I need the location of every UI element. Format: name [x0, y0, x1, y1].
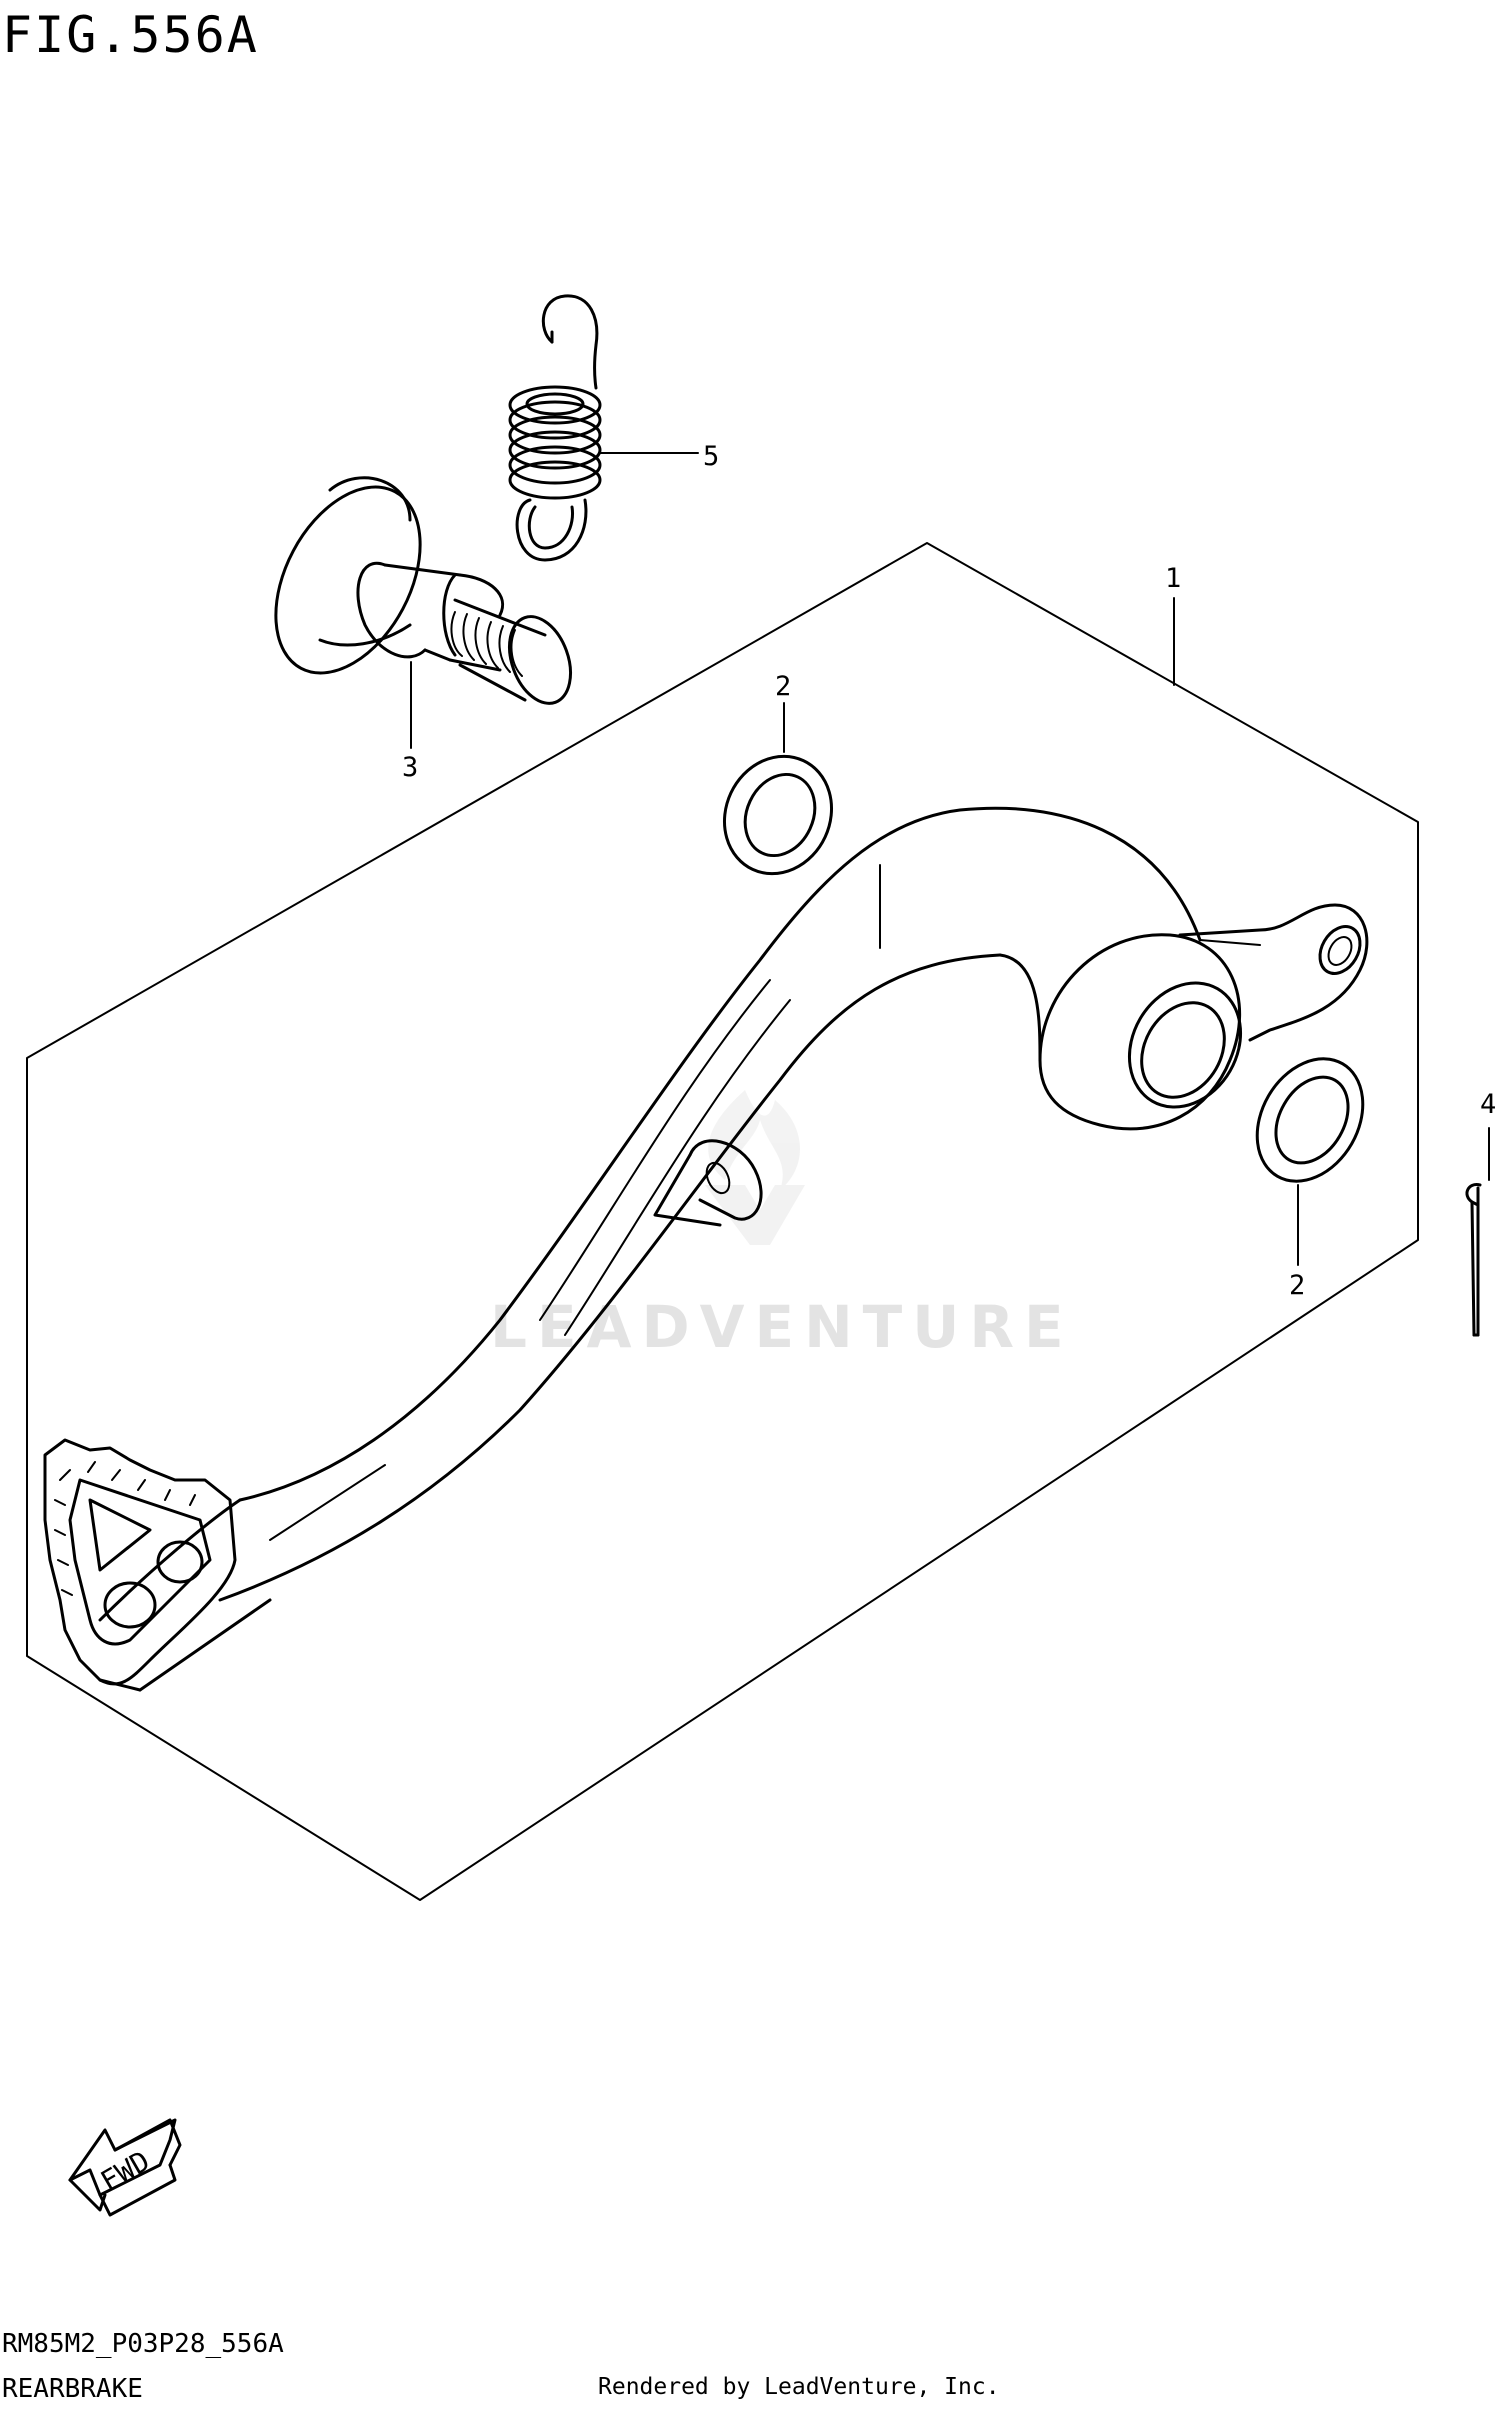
rendered-by: Rendered by LeadVenture, Inc.	[598, 2374, 1000, 2400]
fwd-arrow-icon: FWD	[68, 2118, 182, 2217]
watermark-text: LEADVENTURE	[490, 1293, 1074, 1361]
callout-cotter-pin: 4	[1480, 1089, 1496, 1120]
callout-spring: 5	[703, 441, 719, 472]
bolt-part	[274, 476, 572, 705]
cotter-pin-part	[1465, 1183, 1482, 1337]
callout-washer-upper: 2	[775, 671, 791, 702]
callout-washer-lower: 2	[1289, 1270, 1305, 1301]
model-code: RM85M2_P03P28_556A	[2, 2329, 284, 2359]
callout-bolt: 3	[402, 752, 418, 783]
brake-pedal-part	[43, 806, 1369, 1692]
washer-upper-part	[722, 754, 834, 876]
washer-lower-part	[1255, 1057, 1365, 1183]
assembly-frame	[26, 542, 1419, 1901]
section-name: REARBRAKE	[2, 2374, 143, 2404]
spring-part	[508, 294, 602, 562]
callout-pedal: 1	[1165, 563, 1181, 594]
figure-title: FIG.556A	[2, 6, 259, 64]
watermark: LEADVENTURE	[490, 1090, 1074, 1361]
fwd-label: FWD	[95, 2144, 155, 2198]
